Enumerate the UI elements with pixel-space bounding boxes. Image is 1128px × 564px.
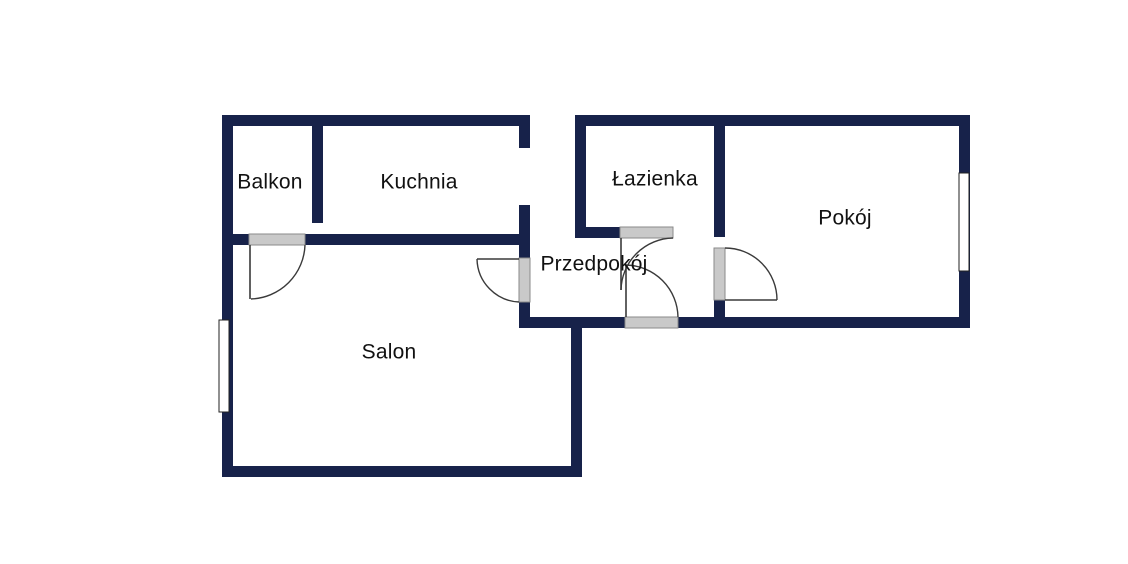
- door-lazienka-leaf: [619, 226, 674, 239]
- door-pokoj-leaf: [713, 247, 726, 301]
- wall-outer-top-left: [222, 115, 528, 126]
- door-pokoj-arc: [724, 247, 778, 301]
- door-balkon-salon[interactable]: [248, 233, 306, 300]
- wall-pokoj-left-lower: [714, 282, 725, 328]
- wall-pokoj-left-upper: [714, 115, 725, 237]
- door-lazienka-arc: [620, 237, 674, 291]
- door-salon-przedpokoj-leaf: [518, 257, 531, 303]
- wall-kuchnia-bottom: [233, 234, 525, 245]
- wall-outer-top-right: [722, 115, 970, 126]
- room-label-balkon: Balkon: [237, 171, 302, 194]
- wall-przedpokoj-bottom: [528, 317, 970, 328]
- room-labels-layer: Balkon Kuchnia Łazienka Pokój Przedpokój…: [237, 168, 871, 364]
- room-label-kuchnia: Kuchnia: [380, 171, 457, 194]
- room-label-lazienka: Łazienka: [612, 168, 698, 191]
- door-pokoj[interactable]: [713, 247, 778, 301]
- wall-salon-right: [571, 317, 582, 477]
- room-label-salon: Salon: [362, 341, 417, 364]
- room-label-pokoj: Pokój: [818, 207, 872, 230]
- room-label-przedpokoj: Przedpokój: [540, 253, 647, 276]
- windows-layer: [218, 172, 970, 413]
- door-balkon-salon-leaf: [248, 233, 306, 246]
- window-pokoj: [958, 172, 970, 272]
- wall-outer-top-mid: [575, 115, 725, 126]
- wall-lazienka-left: [575, 115, 586, 237]
- wall-outer-left-upper: [222, 115, 233, 245]
- wall-salon-bottom: [222, 466, 582, 477]
- door-balkon-salon-arc: [250, 244, 306, 300]
- door-entry[interactable]: [624, 264, 679, 329]
- door-entry-leaf: [624, 316, 679, 329]
- window-salon: [218, 319, 230, 413]
- wall-kuchnia-right-upper: [519, 115, 530, 148]
- door-salon-przedpokoj[interactable]: [476, 257, 531, 303]
- door-lazienka[interactable]: [619, 226, 674, 291]
- wall-balkon-divider: [312, 115, 323, 223]
- door-entry-arc: [625, 264, 679, 318]
- doors-layer: [248, 226, 778, 329]
- door-salon-przedpokoj-arc: [476, 258, 520, 303]
